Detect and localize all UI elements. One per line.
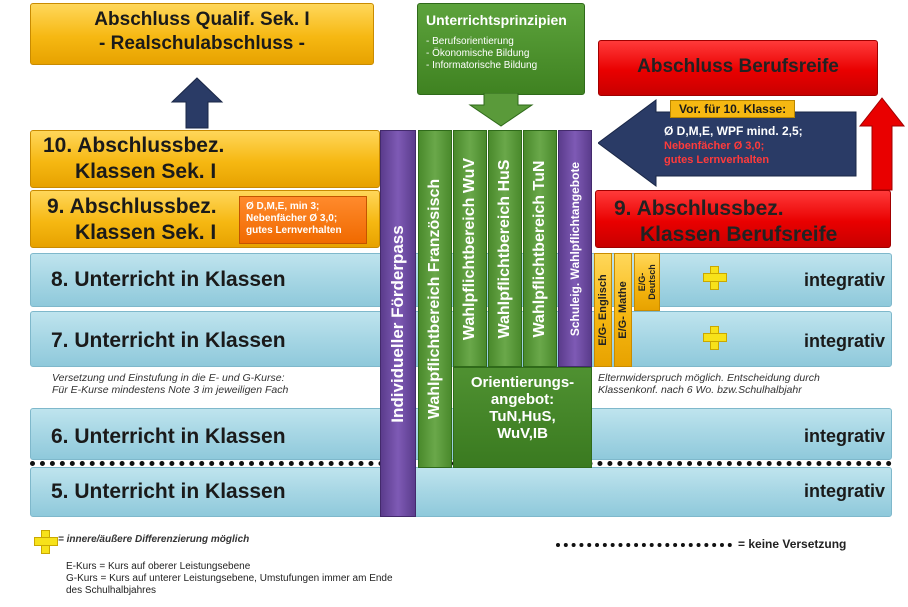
- column-wuv: Wahlpflichtbereich WuV: [453, 130, 487, 367]
- row5-right: integrativ: [803, 481, 885, 501]
- column-tun-label: Wahlpflichtbereich TuN: [531, 160, 548, 337]
- plus-icon: [34, 530, 58, 554]
- note-left-line2: Für E-Kurse mindestens Note 3 im jeweili…: [52, 384, 289, 396]
- orient-line4: WuV,IB: [497, 425, 548, 442]
- column-eg-deutsch-label: E/G- Deutsch: [637, 258, 657, 306]
- req10-line3: gutes Lernverhalten: [664, 154, 770, 166]
- column-eg-mathe-label: E/G- Mathe: [617, 281, 629, 339]
- column-schuleig: Schuleig. Wahlpflichtangebote: [558, 130, 592, 367]
- row9r-line2: Klassen Berufsreife: [640, 223, 838, 246]
- down-arrow-icon: [468, 93, 534, 127]
- req10-line2: Nebenfächer Ø 3,0;: [664, 140, 765, 152]
- row6-right: integrativ: [803, 426, 885, 446]
- column-schuleig-label: Schuleig. Wahlpflichtangebote: [568, 161, 582, 336]
- column-hus-label: Wahlpflichtbereich HuS: [496, 159, 513, 338]
- column-eg-englisch: E/G- Englisch: [594, 253, 612, 367]
- row8-right: integrativ: [803, 270, 885, 290]
- column-eg-deutsch-text: E/G- Deutsch: [637, 264, 657, 300]
- row9r-box: 9. Abschlussbez. Klassen Berufsreife: [595, 190, 891, 248]
- row5-box: 5. Unterricht in Klassen integrativ: [30, 467, 892, 517]
- row5-label: 5. Unterricht in Klassen: [51, 480, 286, 503]
- column-eg-mathe: E/G- Mathe: [614, 253, 632, 367]
- row9r-line1: 9. Abschlussbez.: [614, 197, 784, 220]
- row9-line1: 9. Abschlussbez.: [47, 195, 217, 218]
- left-arrow-icon: [598, 99, 857, 187]
- req10-title: Vor. für 10. Klasse:: [670, 100, 796, 118]
- note-left-line1: Versetzung und Einstufung in die E- und …: [52, 372, 285, 384]
- note-left: Versetzung und Einstufung in die E- und …: [52, 372, 382, 396]
- orient-box: Orientierungs- angebot: TuN,HuS, WuV,IB: [453, 367, 592, 468]
- column-franz-label: Wahlpflichtbereich Französisch: [426, 178, 443, 420]
- red-up-arrow-icon: [858, 97, 906, 191]
- row8-label: 8. Unterricht in Klassen: [51, 268, 286, 291]
- legend-gkurs: G-Kurs = Kurs auf unterer Leistungsebene…: [66, 573, 393, 584]
- req9-line2: Nebenfächer Ø 3,0;: [246, 213, 338, 224]
- note-right-line1: Elternwiderspruch möglich. Entscheidung …: [598, 372, 820, 384]
- column-wuv-label: Wahlpflichtbereich WuV: [461, 157, 478, 340]
- orient-line2: angebot:: [490, 391, 555, 408]
- note-right: Elternwiderspruch möglich. Entscheidung …: [598, 372, 898, 396]
- principles-item-3: - Informatorische Bildung: [426, 60, 538, 71]
- row7-right: integrativ: [803, 331, 885, 351]
- req9-line1: Ø D,M,E, min 3;: [246, 201, 320, 212]
- plus-icon: [703, 326, 727, 350]
- legend-dotted-line: [556, 543, 732, 547]
- note-right-line2: Klassenkonf. nach 6 Wo. bzw.Schulhalbjah…: [598, 384, 802, 396]
- column-foerderpass-label: Individueller Förderpass: [388, 224, 407, 423]
- row10-line2: Klassen Sek. I: [75, 160, 217, 183]
- legend-cross-text: = innere/äußere Differenzierung möglich: [58, 534, 250, 545]
- row10-box: 10. Abschlussbez. Klassen Sek. I: [30, 130, 380, 188]
- realschul-box: Abschluss Qualif. Sek. I - Realschulabsc…: [30, 3, 374, 65]
- column-foerderpass: Individueller Förderpass: [380, 130, 416, 517]
- berufsreife-title: Abschluss Berufsreife: [637, 56, 839, 77]
- row6-label: 6. Unterricht in Klassen: [51, 425, 286, 448]
- principles-title: Unterrichtsprinzipien: [426, 12, 567, 28]
- column-hus: Wahlpflichtbereich HuS: [488, 130, 522, 367]
- principles-item-1: - Berufsorientierung: [426, 36, 514, 47]
- berufsreife-box: Abschluss Berufsreife: [598, 40, 878, 96]
- realschul-title: Abschluss Qualif. Sek. I: [94, 9, 310, 30]
- column-tun: Wahlpflichtbereich TuN: [523, 130, 557, 367]
- column-eg-deutsch: E/G- Deutsch: [634, 253, 660, 311]
- req10-line1: Ø D,M,E, WPF mind. 2,5;: [664, 124, 803, 138]
- principles-box: Unterrichtsprinzipien - Berufsorientieru…: [417, 3, 585, 95]
- row7-label: 7. Unterricht in Klassen: [51, 329, 286, 352]
- plus-icon: [703, 266, 727, 290]
- legend-ekurs: E-Kurs = Kurs auf oberer Leistungsebene: [66, 561, 251, 572]
- column-franz: Wahlpflichtbereich Französisch: [418, 130, 452, 468]
- legend-dotted-text: = keine Versetzung: [738, 537, 847, 551]
- req10-box: Vor. für 10. Klasse: Ø D,M,E, WPF mind. …: [658, 100, 848, 180]
- realschul-subtitle: - Realschulabschluss -: [99, 33, 305, 54]
- column-eg-englisch-label: E/G- Englisch: [597, 274, 609, 346]
- orient-line1: Orientierungs-: [470, 374, 575, 391]
- row9-line2: Klassen Sek. I: [75, 221, 217, 244]
- req9-line3: gutes Lernverhalten: [246, 225, 342, 236]
- principles-item-2: - Ökonomische Bildung: [426, 48, 530, 59]
- legend-gkurs2: des Schulhalbjahres: [66, 585, 157, 596]
- up-arrow-icon: [170, 77, 224, 129]
- orient-line3: TuN,HuS,: [489, 408, 556, 425]
- row10-line1: 10. Abschlussbez.: [43, 134, 225, 157]
- req9-box: Ø D,M,E, min 3; Nebenfächer Ø 3,0; gutes…: [239, 196, 367, 244]
